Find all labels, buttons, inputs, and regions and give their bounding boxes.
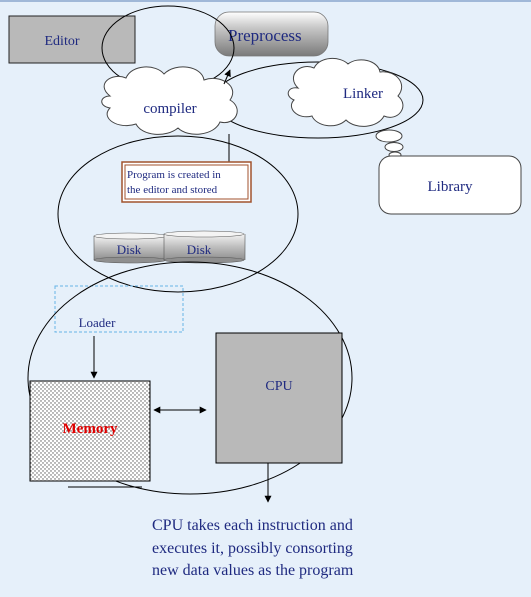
arrow-to-preprocessor (223, 69, 231, 85)
bubble-1 (375, 129, 403, 143)
program-text-line1: Program is created in (127, 169, 221, 181)
bubble-2 (384, 142, 404, 152)
cpu-box: CPU (215, 332, 343, 464)
memory-label: Memory (63, 421, 118, 437)
caption-line-1: CPU takes each instruction and (152, 517, 353, 534)
program-box: Program is created in the editor and sto… (121, 161, 252, 203)
compiler-label: compiler (143, 101, 196, 117)
editor-disk-ellipse (57, 135, 299, 293)
compiler-cloud: compiler (101, 66, 238, 135)
linker-label: Linker (343, 86, 383, 102)
caption-line-2: executes it, possibly consorting (152, 540, 353, 557)
execution-ellipse (27, 261, 353, 495)
library-label: Library (428, 179, 473, 195)
thought-bubbles (375, 129, 404, 159)
disk-1-label: Disk (117, 242, 142, 257)
program-text-line2: the editor and stored (127, 184, 218, 196)
loader-box: Loader (54, 285, 184, 333)
caption: CPU takes each instruction and executes … (152, 517, 354, 579)
linker-cloud: Linker (287, 58, 404, 127)
disk-1: Disk (93, 232, 167, 264)
editor-box: Editor (8, 15, 136, 64)
preprocessor-label: Preprocess (228, 26, 302, 45)
editor-label: Editor (45, 34, 80, 49)
loader-label: Loader (79, 315, 116, 330)
cpu-label: CPU (265, 379, 292, 394)
preprocessor-box: Preprocess (214, 11, 329, 57)
memory-box: Memory (29, 380, 151, 482)
caption-line-3: new data values as the program (152, 562, 354, 579)
disk-2: Disk (163, 230, 246, 264)
library-box: Library (378, 155, 522, 215)
disk-2-label: Disk (187, 242, 212, 257)
